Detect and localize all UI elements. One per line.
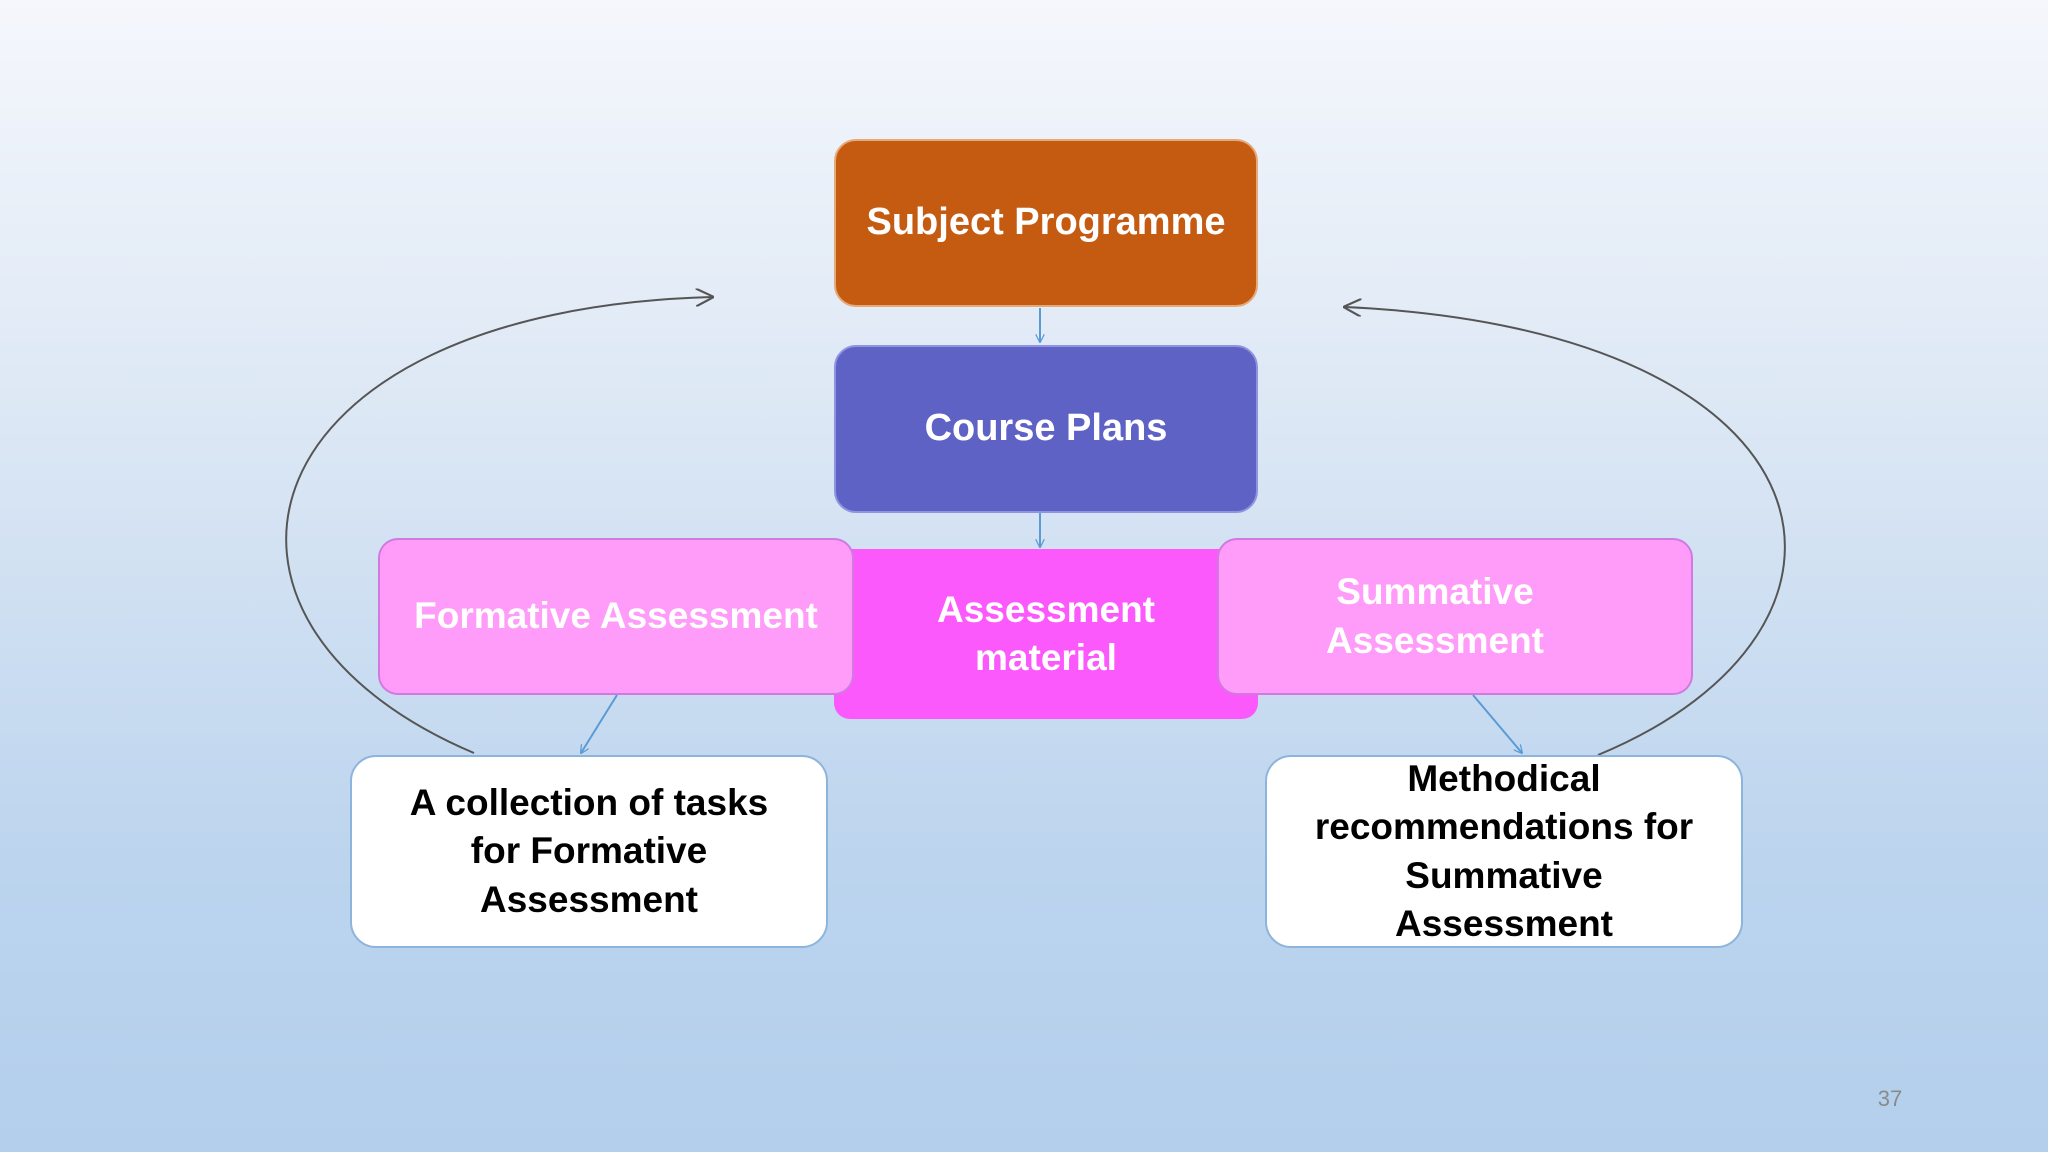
summative-recommendations-line-3: Summative	[1405, 854, 1603, 896]
formative-assessment-label: Formative Assessment	[414, 595, 818, 637]
assessment-material-line-2: material	[975, 637, 1117, 678]
summative-assessment-line-1: Summative	[1336, 571, 1534, 613]
formative-tasks-box: A collection of tasks for Formative Asse…	[350, 755, 828, 948]
assessment-material-line-1: Assessment	[936, 588, 1155, 630]
formative-tasks-line-1: A collection of tasks	[409, 782, 769, 824]
subject-programme-label: Subject Programme	[866, 201, 1226, 244]
summative-recommendations-line-1: Methodical	[1407, 758, 1601, 800]
subject-programme-box: Subject Programme	[834, 139, 1258, 307]
summative-assessment-box: Summative Assessment	[1217, 538, 1693, 695]
summative-recommendations-line-4: Assessment	[1394, 902, 1613, 944]
formative-tasks-line-2: for Formative	[470, 830, 708, 872]
course-plans-label: Course Plans	[924, 407, 1168, 450]
summative-recommendations-box: Methodical recommendations for Summative…	[1265, 755, 1743, 948]
formative-assessment-box: Formative Assessment	[378, 538, 854, 695]
arrow-summative-to-recommendations	[1472, 694, 1522, 753]
arrow-formative-to-tasks	[581, 694, 618, 753]
assessment-material-box: Assessment material	[834, 549, 1258, 719]
summative-recommendations-line-2: recommendations for	[1314, 806, 1694, 848]
course-plans-box: Course Plans	[834, 345, 1258, 513]
formative-tasks-line-3: Assessment	[479, 878, 698, 920]
slide-number: 37	[1877, 1086, 1903, 1111]
summative-assessment-line-2: Assessment	[1325, 619, 1544, 661]
